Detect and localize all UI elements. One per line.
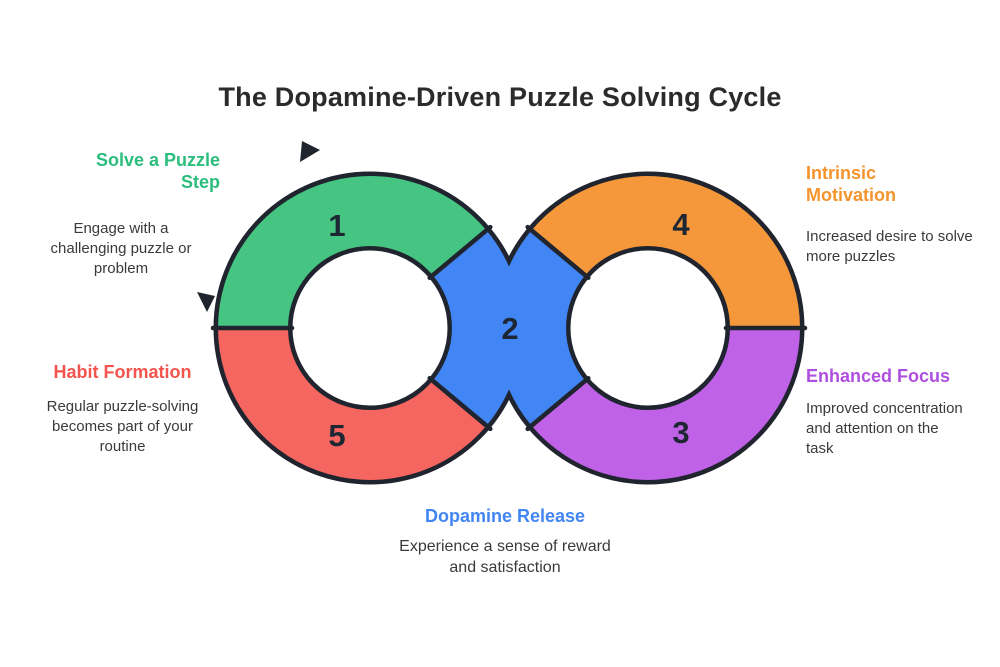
label-line: Enhanced Focus	[806, 366, 951, 386]
segment-2-dopamine-arc-left	[432, 230, 522, 426]
step-4-description: Increased desire to solve more puzzles	[806, 227, 996, 267]
desc-line: problem	[93, 259, 149, 277]
step-3-label: Enhanced Focus	[806, 366, 996, 388]
step-1-description: Engage with a challenging puzzle or prob…	[12, 219, 230, 278]
segment-1-number: 1	[328, 208, 345, 243]
segment-3-enhanced-focus-arc	[531, 326, 800, 480]
segment-1-solve-puzzle-arc	[218, 176, 487, 330]
divider-purple-blue	[525, 375, 591, 432]
step-5-label: Habit Formation	[25, 362, 220, 384]
desc-line: Improved concentration	[806, 400, 963, 417]
label-line: Solve a Puzzle	[95, 150, 220, 170]
step-2-label: Dopamine Release	[345, 506, 665, 528]
divider-red-blue	[427, 375, 493, 432]
step-1-label: Solve a Puzzle Step	[20, 150, 220, 194]
desc-line: Engage with a	[73, 220, 169, 237]
page-title: The Dopamine-Driven Puzzle Solving Cycle	[218, 82, 782, 112]
step-3-description: Improved concentration and attention on …	[806, 399, 996, 458]
flow-arrow-icon-left	[197, 292, 215, 312]
label-line: Intrinsic	[806, 163, 877, 183]
divider-green-blue	[427, 224, 493, 281]
flow-arrow-icon-top	[300, 141, 320, 162]
segment-5-habit-formation-arc	[218, 326, 487, 480]
desc-line: challenging puzzle or	[50, 239, 192, 257]
segment-4-number: 4	[672, 207, 690, 242]
desc-line: Increased desire to solve	[806, 228, 973, 245]
segment-4-intrinsic-motivation-arc	[531, 176, 800, 330]
divider-orange-blue	[525, 224, 591, 281]
desc-line: more puzzles	[806, 247, 896, 265]
desc-line: and satisfaction	[449, 559, 561, 577]
label-line: Habit Formation	[53, 362, 192, 382]
label-line: Motivation	[806, 184, 896, 205]
segment-5-number: 5	[328, 418, 345, 453]
step-2-description: Experience a sense of reward and satisfa…	[320, 536, 690, 578]
desc-line: and attention on the	[806, 419, 939, 437]
desc-line: Regular puzzle-solving	[46, 398, 199, 415]
label-line: Step	[180, 171, 220, 192]
desc-line: becomes part of your	[52, 417, 193, 435]
segment-dividers	[210, 224, 808, 432]
label-line: Dopamine Release	[424, 506, 586, 526]
step-4-label: Intrinsic Motivation	[806, 163, 996, 207]
segment-3-number: 3	[672, 415, 689, 450]
desc-line: Experience a sense of reward	[399, 538, 611, 555]
desc-line: routine	[99, 437, 146, 455]
segment-2-dopamine-arc-right	[496, 230, 586, 426]
segment-2-number: 2	[501, 311, 518, 346]
step-5-description: Regular puzzle-solving becomes part of y…	[15, 397, 230, 456]
desc-line: task	[806, 439, 834, 457]
